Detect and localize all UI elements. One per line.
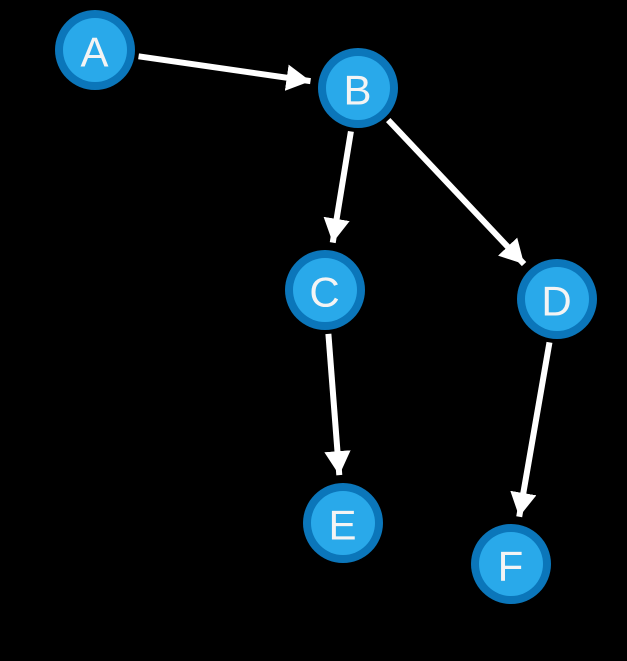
node-label: A xyxy=(80,29,109,76)
node-D[interactable]: D xyxy=(517,259,597,339)
node-label: B xyxy=(343,67,372,114)
node-body xyxy=(479,532,543,596)
edge-B-D xyxy=(386,117,527,267)
edge-A-B xyxy=(138,53,311,91)
node-label: C xyxy=(309,269,340,316)
node-F[interactable]: F xyxy=(471,524,551,604)
node-label: E xyxy=(328,502,357,549)
node-body xyxy=(311,491,375,555)
node-E[interactable]: E xyxy=(303,483,383,563)
node-label: F xyxy=(498,543,525,590)
node-C[interactable]: C xyxy=(285,250,365,330)
node-label: D xyxy=(541,278,572,325)
node-body xyxy=(63,18,127,82)
node-body xyxy=(525,267,589,331)
node-body xyxy=(293,258,357,322)
node-B[interactable]: B xyxy=(318,48,398,128)
edge-D-F xyxy=(510,341,553,518)
edge-C-E xyxy=(324,333,351,476)
edge-B-C xyxy=(323,130,354,244)
node-A[interactable]: A xyxy=(55,10,135,90)
node-body xyxy=(326,56,390,120)
